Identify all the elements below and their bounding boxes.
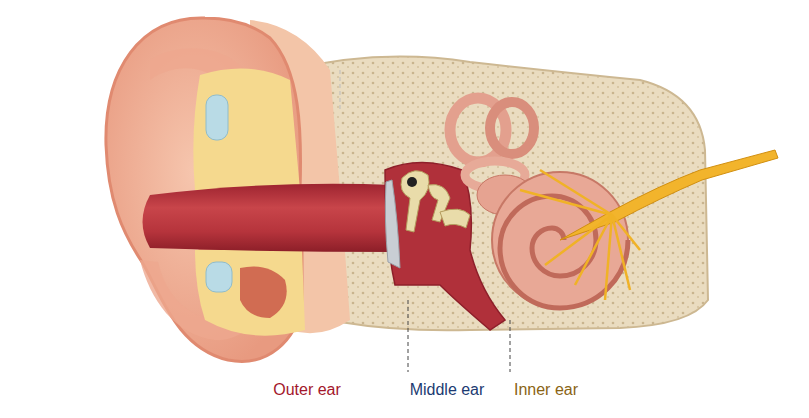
divider-line — [340, 70, 341, 112]
fat-tissue — [195, 250, 305, 336]
cartilage — [206, 95, 228, 140]
nerve-fiber — [612, 215, 640, 250]
fat-tissue — [193, 69, 300, 190]
ear-canal — [143, 184, 396, 252]
stapes — [440, 209, 470, 228]
malleus-head — [407, 177, 417, 187]
semicircular-canal — [490, 102, 534, 154]
cartilage — [206, 262, 232, 292]
cochlear-nerve — [560, 150, 778, 240]
nerve-fiber — [540, 170, 612, 215]
nerve-fiber — [545, 215, 612, 265]
divider-line — [510, 320, 511, 372]
nerve-fiber — [520, 190, 612, 215]
nerve-fibers — [520, 170, 640, 300]
region-label: Inner ear — [514, 380, 578, 400]
eardrum — [385, 180, 400, 268]
divider-line — [408, 300, 409, 372]
region-label: Middle ear — [410, 380, 485, 400]
nerve-fiber — [575, 215, 612, 285]
malleus — [401, 171, 429, 232]
gland-tissue — [240, 267, 287, 319]
region-label: Outer ear — [273, 380, 341, 400]
